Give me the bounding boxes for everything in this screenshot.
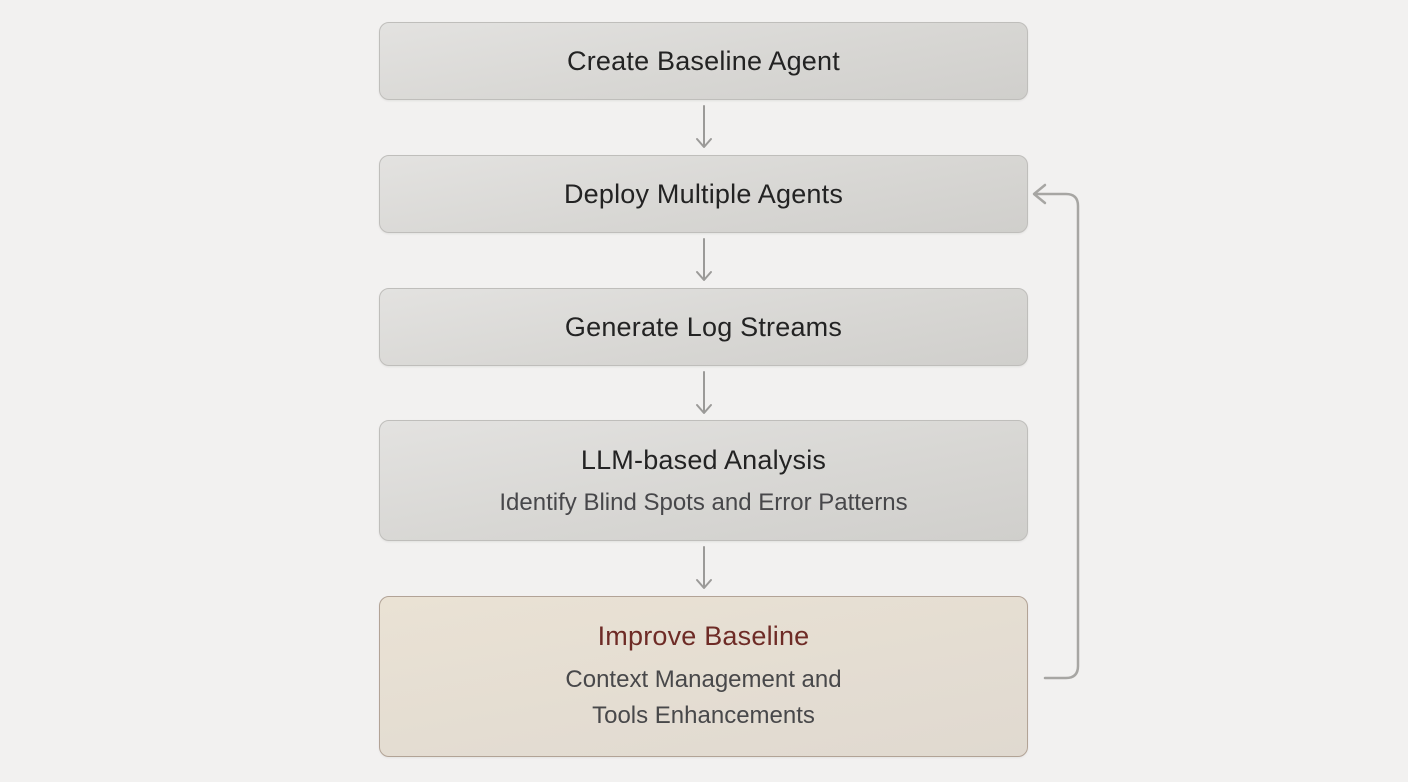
node-llm-based-analysis: LLM-based Analysis Identify Blind Spots … xyxy=(379,420,1028,541)
down-arrow-4 xyxy=(696,546,712,589)
node-generate-log-streams: Generate Log Streams xyxy=(379,288,1028,366)
node-title: Deploy Multiple Agents xyxy=(563,179,844,209)
down-arrow-2 xyxy=(696,238,712,281)
down-arrow-3 xyxy=(696,371,712,414)
node-subtitle-block: Context Management and Tools Enhancement… xyxy=(565,662,841,734)
node-title: LLM-based Analysis xyxy=(580,444,827,475)
node-title: Improve Baseline xyxy=(597,620,810,651)
node-subtitle-line: Context Management and xyxy=(565,665,842,693)
down-arrow-1 xyxy=(696,105,712,148)
node-title: Create Baseline Agent xyxy=(567,46,840,76)
feedback-loop-arrow xyxy=(1032,183,1080,680)
node-subtitle: Identify Blind Spots and Error Patterns xyxy=(499,488,908,516)
node-create-baseline-agent: Create Baseline Agent xyxy=(379,22,1028,100)
node-title: Generate Log Streams xyxy=(564,312,843,342)
node-subtitle-line: Tools Enhancements xyxy=(592,701,815,729)
node-deploy-multiple-agents: Deploy Multiple Agents xyxy=(379,155,1028,233)
node-improve-baseline: Improve Baseline Context Management and … xyxy=(379,596,1028,757)
